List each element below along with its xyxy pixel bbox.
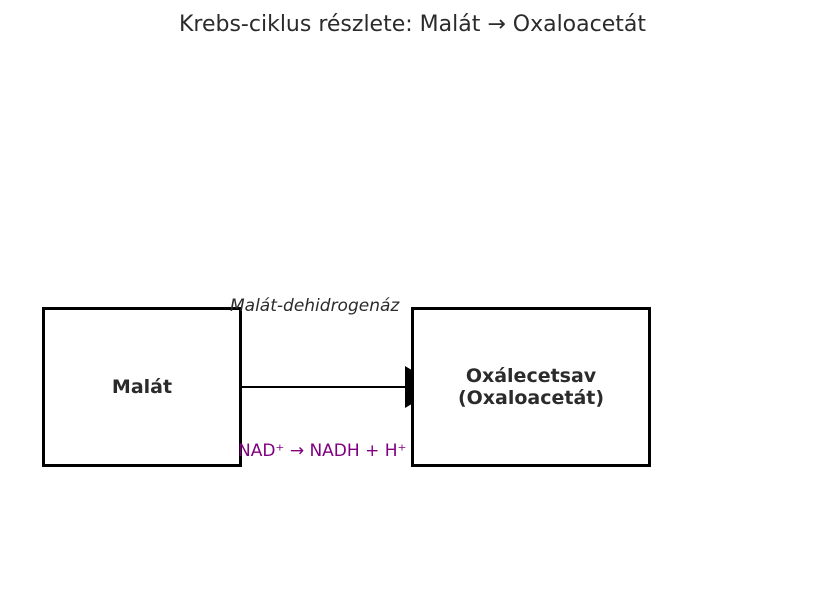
oxaloacetate-node: Oxálecetsav (Oxaloacetát): [411, 307, 651, 467]
malate-label: Malát: [111, 376, 173, 398]
cofactor-label: NAD⁺ → NADH + H⁺: [238, 441, 407, 461]
oxaloacetate-label-line1: Oxálecetsav: [465, 365, 597, 387]
oxaloacetate-label-line2: (Oxaloacetát): [457, 387, 605, 409]
diagram-title: Krebs-ciklus részlete: Malát → Oxaloacet…: [178, 12, 646, 37]
malate-node: Malát: [42, 307, 242, 467]
enzyme-label: Malát-dehidrogenáz: [230, 296, 400, 316]
